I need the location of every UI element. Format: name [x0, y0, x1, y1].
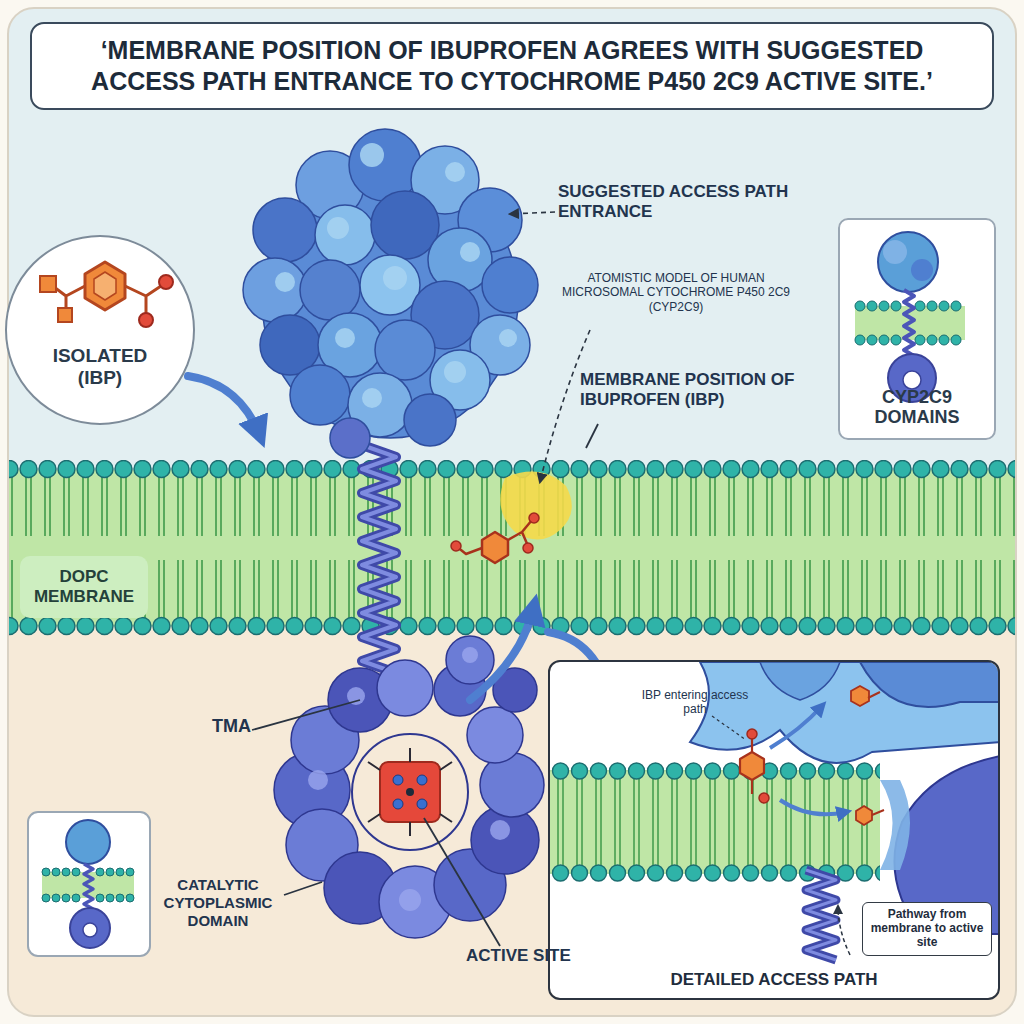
- membrane-tag: DOPC MEMBRANE: [20, 556, 148, 618]
- domain-card: CYP2C9 DOMAINS: [838, 218, 996, 440]
- membrane-label: DOPC MEMBRANE: [29, 567, 139, 606]
- pathway-label: Pathway from membrane to active site: [867, 908, 987, 949]
- molecule-circle: ISOLATED (IBP): [5, 235, 195, 425]
- callout-label: SUGGESTED ACCESS PATH ENTRANCE: [558, 182, 793, 223]
- part-label: TMA: [212, 716, 251, 738]
- callout-label: MEMBRANE POSITION OF IBUPROFEN (IBP): [580, 370, 810, 411]
- diagram-title: ‘MEMBRANE POSITION OF IBUPROFEN AGREES W…: [30, 22, 994, 110]
- circle-label: ISOLATED (IBP): [45, 345, 155, 389]
- model-caption: ATOMISTIC MODEL OF HUMAN MICROSOMAL CYTO…: [560, 271, 792, 314]
- inset-note: IBP entering access path: [640, 688, 750, 717]
- inset-panel: DETAILED ACCESS PATH Pathway from membran…: [548, 660, 1000, 1000]
- part-label: CATALYTIC CYTOPLASMIC DOMAIN: [148, 876, 288, 930]
- pathway-box: Pathway from membrane to active site: [862, 902, 992, 956]
- part-label: ACTIVE SITE: [466, 946, 571, 966]
- card-label: CYP2C9 DOMAINS: [852, 387, 982, 428]
- inset-title: DETAILED ACCESS PATH: [670, 970, 877, 990]
